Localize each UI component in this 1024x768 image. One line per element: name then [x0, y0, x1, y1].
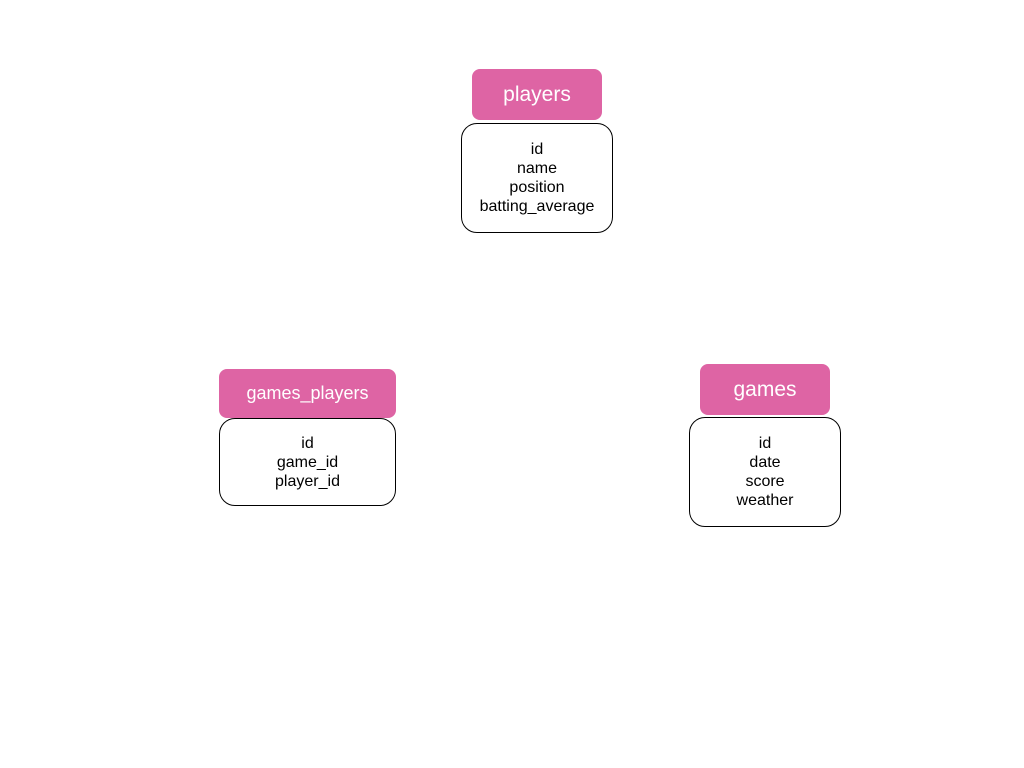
- games-table-fields: id date score weather: [689, 417, 841, 527]
- games-players-table-header: games_players: [219, 369, 396, 418]
- games-field-id: id: [758, 435, 772, 452]
- games-players-field-id: id: [301, 434, 314, 452]
- players-field-id: id: [530, 141, 544, 158]
- games-players-field-player-id: player_id: [275, 472, 340, 490]
- games-field-score: score: [745, 473, 785, 490]
- games-field-weather: weather: [736, 492, 794, 509]
- players-field-batting-average: batting_average: [479, 198, 595, 215]
- players-table-title: players: [503, 82, 571, 106]
- games-field-date: date: [749, 454, 781, 471]
- players-table-fields: id name position batting_average: [461, 123, 613, 233]
- games-players-table-title: games_players: [246, 383, 369, 403]
- games-players-field-game-id: game_id: [276, 453, 339, 471]
- players-table-header: players: [472, 69, 602, 120]
- games-table-header: games: [700, 364, 830, 415]
- players-field-position: position: [509, 179, 565, 196]
- games-players-table-fields: id game_id player_id: [219, 418, 396, 506]
- games-table-title: games: [733, 377, 797, 401]
- players-field-name: name: [516, 160, 558, 177]
